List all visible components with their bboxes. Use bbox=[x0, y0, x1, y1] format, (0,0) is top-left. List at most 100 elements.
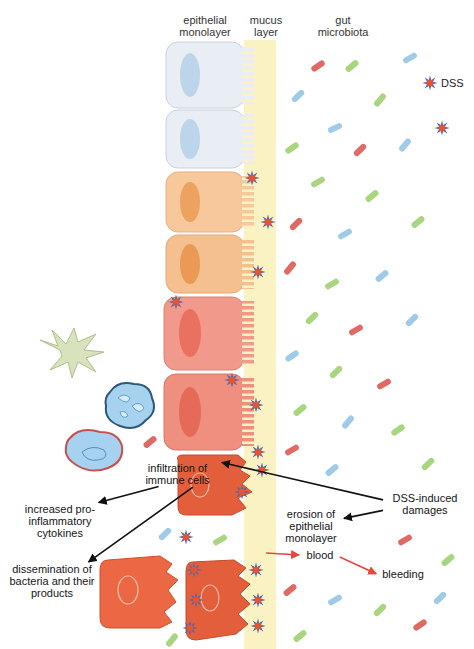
bacterium bbox=[305, 311, 320, 326]
column-header: mucus layer bbox=[245, 14, 287, 38]
microvilli-gaps bbox=[242, 301, 254, 366]
dss-molecules bbox=[168, 75, 449, 635]
microvilli-gaps bbox=[242, 114, 254, 164]
dss-molecule bbox=[250, 592, 265, 607]
nucleus bbox=[82, 447, 106, 460]
dss-molecule bbox=[234, 484, 249, 499]
dss-molecule bbox=[188, 592, 203, 607]
bacterium bbox=[291, 89, 306, 104]
bacterium bbox=[402, 52, 418, 65]
bacterium bbox=[353, 143, 368, 158]
nucleus bbox=[179, 387, 201, 437]
bacterium bbox=[329, 365, 344, 380]
microvilli bbox=[242, 114, 254, 164]
nucleus bbox=[179, 309, 201, 357]
bacterium bbox=[142, 435, 157, 449]
microvilli bbox=[242, 239, 254, 289]
dss-molecule bbox=[168, 294, 183, 309]
damaged-cell bbox=[100, 556, 178, 628]
connector-arrow bbox=[222, 463, 383, 500]
nucleus bbox=[118, 576, 138, 604]
bacterium bbox=[344, 59, 359, 73]
epithelial-cell bbox=[166, 42, 244, 108]
microvilli-gaps bbox=[242, 378, 254, 446]
dss-molecule bbox=[244, 170, 259, 185]
vesicle bbox=[132, 403, 144, 411]
bacterium bbox=[165, 632, 179, 647]
annotation-node: erosion of epithelial monolayer bbox=[280, 508, 342, 544]
immune-cells bbox=[40, 328, 154, 471]
bacterium bbox=[397, 534, 413, 547]
bacterium bbox=[158, 527, 173, 542]
dss-legend-symbol bbox=[422, 75, 437, 90]
bacterium bbox=[412, 618, 428, 632]
bacterium bbox=[310, 176, 326, 189]
bacterium bbox=[212, 534, 228, 547]
annotation-node: dissemination of bacteria and their prod… bbox=[2, 563, 102, 599]
bacterium bbox=[289, 217, 304, 232]
annotation-node: bleeding bbox=[378, 568, 428, 580]
annotation-node: DSS-induced damages bbox=[385, 492, 465, 516]
microvilli bbox=[242, 46, 254, 104]
bacterium bbox=[373, 92, 387, 107]
dss-molecule bbox=[254, 462, 269, 477]
epithelial-cell bbox=[166, 235, 244, 293]
dss-molecule bbox=[250, 264, 265, 279]
neutrophil bbox=[66, 430, 122, 471]
microvilli-gaps bbox=[242, 239, 254, 289]
annotation-text: increased pro-inflammatory cytokines bbox=[14, 503, 106, 539]
epithelial-cells bbox=[164, 42, 254, 450]
annotation-text: DSS-induced damages bbox=[385, 492, 465, 516]
bacterium bbox=[284, 349, 300, 363]
connector-arrow bbox=[340, 557, 376, 574]
macrophage bbox=[106, 383, 155, 428]
bacterium bbox=[283, 260, 297, 275]
bacterium bbox=[341, 414, 355, 429]
dss-molecule bbox=[178, 529, 193, 544]
bacterium bbox=[374, 269, 389, 283]
bacterium bbox=[324, 463, 339, 477]
dss-molecule bbox=[182, 620, 197, 635]
annotation-node: blood bbox=[302, 549, 338, 561]
dss-molecule bbox=[248, 397, 263, 412]
bacterium bbox=[398, 137, 412, 152]
bacterium bbox=[410, 215, 425, 229]
bacterium bbox=[390, 423, 406, 437]
dss-molecule bbox=[260, 214, 275, 229]
bacterium bbox=[364, 189, 379, 203]
annotation-text: bleeding bbox=[378, 568, 428, 580]
microvilli bbox=[242, 378, 254, 446]
annotation-text: infiltration of immune cells bbox=[135, 462, 220, 486]
dss-molecule bbox=[434, 120, 449, 135]
annotation-node: increased pro-inflammatory cytokines bbox=[14, 503, 106, 539]
bacterium bbox=[282, 583, 297, 597]
bacterium bbox=[348, 324, 364, 337]
microvilli bbox=[242, 301, 254, 366]
dss-molecule bbox=[186, 562, 201, 577]
nucleus bbox=[180, 182, 200, 222]
bacterium bbox=[376, 378, 392, 391]
bacterium bbox=[310, 59, 326, 73]
bacterium bbox=[327, 594, 343, 607]
dss-molecule bbox=[248, 562, 263, 577]
dendritic-cell bbox=[40, 328, 104, 378]
nucleus bbox=[180, 119, 200, 159]
nucleus bbox=[201, 585, 219, 611]
epithelial-cell bbox=[166, 172, 244, 232]
blood-leader-arrow bbox=[266, 553, 299, 555]
bacterium bbox=[324, 278, 340, 291]
vesicle bbox=[120, 412, 128, 418]
epithelial-cell bbox=[166, 110, 244, 168]
bacterium bbox=[373, 603, 388, 618]
annotation-text: blood bbox=[302, 549, 338, 561]
vesicle bbox=[118, 395, 130, 402]
bacterium bbox=[440, 553, 455, 567]
annotation-node: infiltration of immune cells bbox=[135, 462, 220, 486]
damaged-cells bbox=[100, 455, 252, 640]
bacterium bbox=[292, 403, 307, 417]
bacterium bbox=[421, 457, 436, 472]
legend-text: DSS bbox=[441, 77, 473, 89]
